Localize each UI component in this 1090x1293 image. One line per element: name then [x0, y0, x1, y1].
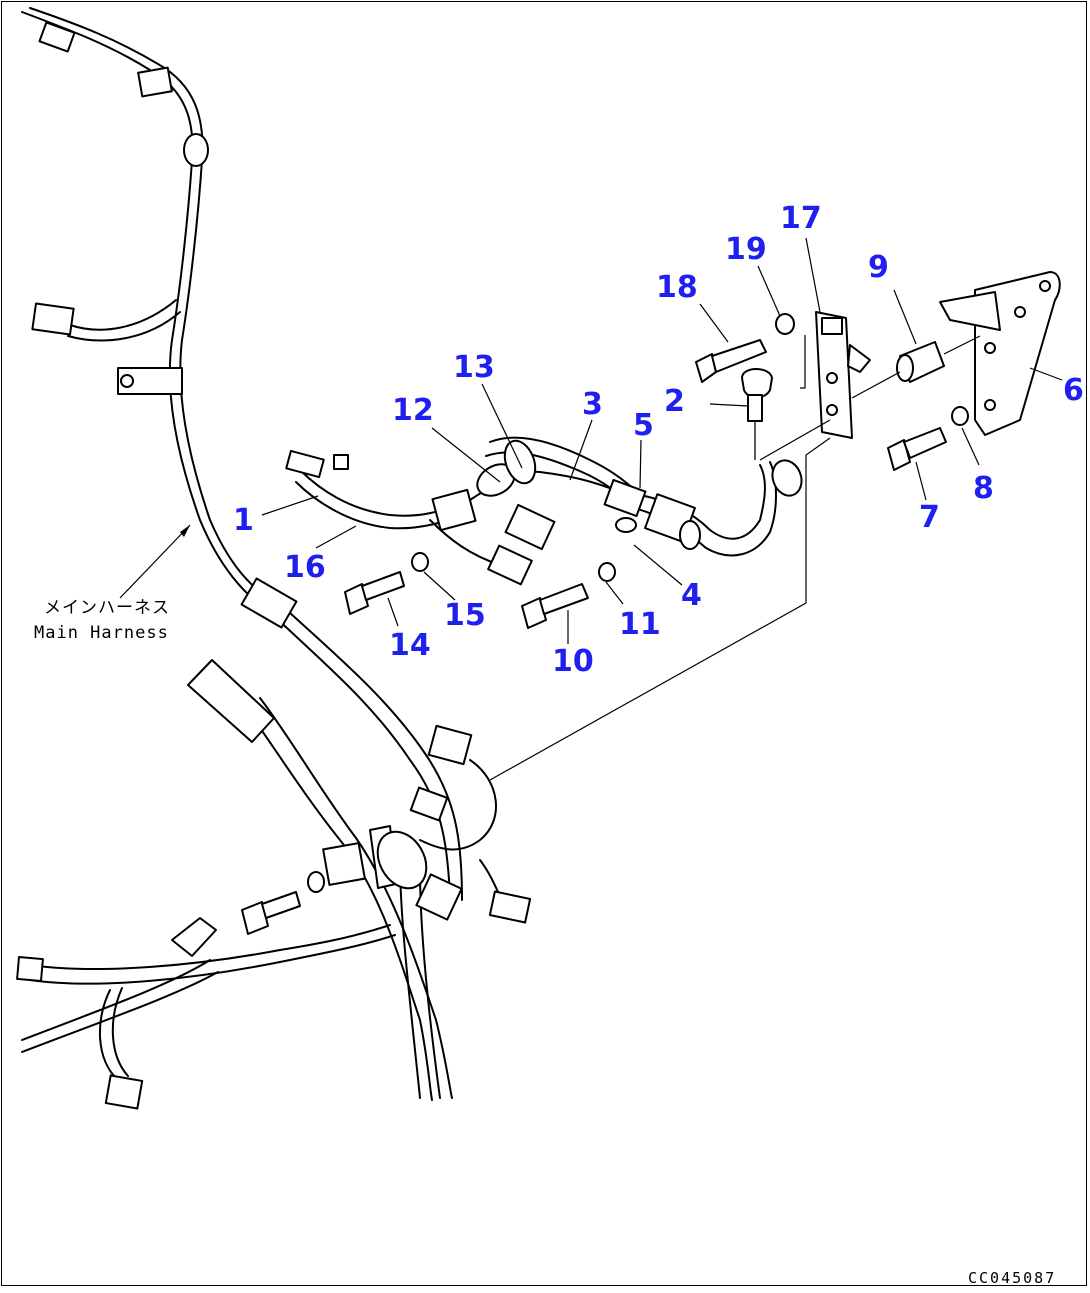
- connector-icon: [487, 544, 533, 586]
- cap-icon: [187, 659, 275, 743]
- callouts: 1 2 3 4 5 6 7 8 9 10 11 12 13 14 15 16 1…: [233, 201, 1084, 679]
- main-harness-label-en: Main Harness: [34, 623, 169, 643]
- main-harness: [21, 7, 463, 901]
- bolt-icon: [241, 901, 269, 935]
- connector-icon: [409, 786, 449, 822]
- washer-icon: [775, 313, 795, 335]
- connector-icon: [16, 955, 44, 983]
- callout-5: 5: [633, 408, 654, 443]
- callout-8: 8: [973, 471, 994, 506]
- callout-13: 13: [453, 350, 495, 385]
- callout-2: 2: [664, 384, 685, 419]
- clamp-icon: [603, 478, 647, 518]
- callout-4: 4: [681, 578, 702, 613]
- ground-parts: [344, 271, 1061, 629]
- callout-16: 16: [284, 550, 326, 585]
- leader-lines: [261, 237, 1063, 644]
- clip-icon: [117, 367, 183, 395]
- callout-6: 6: [1063, 373, 1084, 408]
- clamp-icon: [322, 842, 366, 886]
- callout-9: 9: [868, 250, 889, 285]
- bolt-icon: [344, 583, 369, 615]
- connector-icon: [31, 302, 75, 336]
- connector-icon: [137, 66, 173, 98]
- terminal-icon: [285, 449, 325, 479]
- terminal-icon: [171, 917, 217, 957]
- washer-icon: [598, 562, 616, 582]
- washer-icon: [411, 552, 429, 572]
- clamp-icon: [240, 577, 298, 629]
- connector-icon: [104, 1074, 144, 1110]
- connector-icon: [504, 503, 556, 551]
- bolt-icon: [887, 439, 911, 471]
- callout-10: 10: [552, 644, 594, 679]
- lower-harness: [16, 659, 532, 1110]
- main-harness-label-jp: メインハーネス: [44, 598, 170, 618]
- washer-icon: [307, 871, 325, 893]
- washer-icon: [951, 406, 969, 426]
- callout-17: 17: [780, 201, 822, 236]
- clamp-icon: [431, 488, 477, 532]
- callout-19: 19: [725, 232, 767, 267]
- bolt-icon: [521, 597, 547, 629]
- callout-14: 14: [389, 628, 431, 663]
- drawing-code: CC045087: [968, 1269, 1056, 1287]
- connector-icon: [38, 21, 76, 53]
- callout-18: 18: [656, 270, 698, 305]
- clamp-icon: [183, 133, 209, 167]
- connector-icon: [415, 873, 463, 921]
- sub-harness: [285, 436, 803, 586]
- connector-icon: [488, 890, 532, 924]
- callout-3: 3: [582, 387, 603, 422]
- callout-1: 1: [233, 503, 254, 538]
- callout-11: 11: [619, 607, 661, 642]
- assembly-lines: [489, 335, 981, 781]
- callout-15: 15: [444, 598, 486, 633]
- connector-icon: [427, 724, 473, 766]
- callout-7: 7: [919, 500, 940, 535]
- callout-12: 12: [392, 393, 434, 428]
